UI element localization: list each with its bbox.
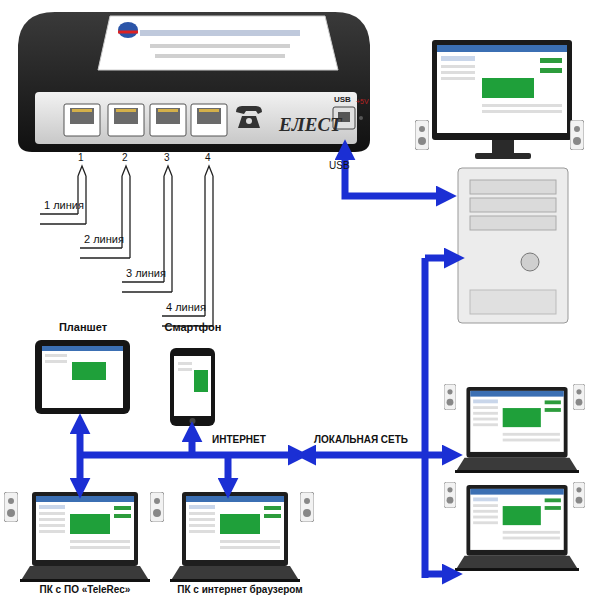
node-text: ПК с ПО «TeleRec»: [2, 584, 168, 596]
tablet-device: Планшет: [28, 318, 138, 416]
smartphone-device: Смартфон: [158, 318, 228, 428]
network-label: ЛОКАЛЬНАЯ СЕТЬ: [314, 434, 408, 446]
line-label: 3 линия: [126, 267, 166, 280]
node-text: ПК с интернет браузером: [160, 584, 320, 596]
port-number: 3: [164, 152, 170, 164]
port-name: USB: [334, 95, 351, 104]
line-label: 4 линия: [166, 301, 206, 314]
port-number: 1: [78, 152, 84, 164]
pc-browser: ПК с интернет браузером: [160, 486, 320, 599]
port-number: 4: [205, 152, 211, 164]
line-label: 1 линия: [44, 199, 84, 212]
power-label: +5V: [356, 98, 369, 106]
port-number: 2: [122, 152, 128, 164]
node-text: Планшет: [28, 321, 138, 334]
line-label: 2 линия: [84, 233, 124, 246]
pc-telerec: ПК с ПО «TeleRec»: [2, 486, 168, 599]
node-text: ЕЛЕСТ: [279, 114, 342, 136]
device-box: ЕЛЕСТ: [15, 10, 371, 152]
node-text: Смартфон: [158, 321, 228, 334]
network-label: ИНТЕРНЕТ: [212, 434, 266, 446]
interface-label: USB: [329, 160, 350, 172]
